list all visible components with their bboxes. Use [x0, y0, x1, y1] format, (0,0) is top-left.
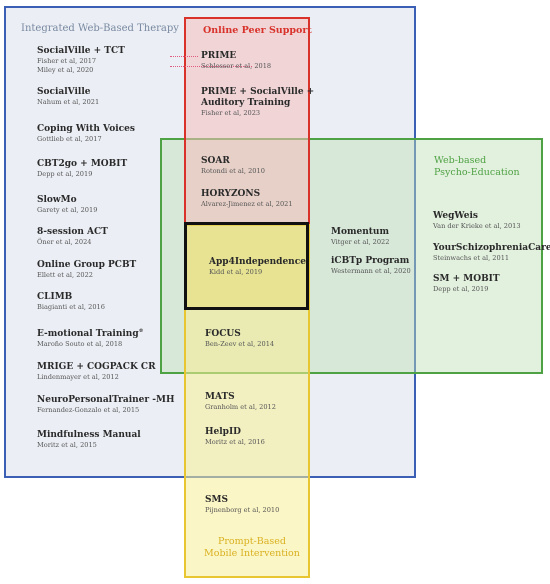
item-app4independence: App4Independence Kidd et al, 2019	[209, 257, 306, 277]
item-coping-with-voices: Coping With Voices Gottlieb et al, 2017	[37, 124, 135, 144]
item-prime-socialville-auditory: PRIME + SocialVille + Auditory Training …	[201, 87, 314, 118]
item-wegweis: WegWeis Van der Krieke et al, 2013	[433, 211, 521, 231]
item-icbtp-program: iCBTp Program Westermann et al, 2020	[331, 256, 411, 276]
item-citation: Miley et al, 2020	[37, 66, 94, 74]
item-name: SocialVille + TCT	[37, 46, 125, 56]
green-title-line1: Web-based	[434, 155, 487, 166]
registered-mark: ®	[138, 328, 144, 334]
item-name: SMS	[205, 495, 228, 505]
item-socialville: SocialVille Nahum et al, 2021	[37, 87, 99, 107]
item-citation: Granholm et al, 2012	[205, 403, 276, 411]
item-name: PRIME	[201, 51, 237, 61]
item-citation: Ellett et al, 2022	[37, 271, 93, 279]
item-name-line2: Auditory Training	[201, 98, 291, 108]
item-neuropersonaltrainer: NeuroPersonalTrainer -MH Fernandez-Gonza…	[37, 395, 174, 415]
item-slowmo: SlowMo Garety et al, 2019	[37, 195, 97, 215]
item-name: Coping With Voices	[37, 124, 135, 134]
item-citation: Moritz et al, 2016	[205, 438, 265, 446]
item-citation: Garety et al, 2019	[37, 206, 98, 214]
item-sm-mobit: SM + MOBIT Depp et al, 2019	[433, 274, 500, 294]
item-citation: Nahum et al, 2021	[37, 98, 100, 106]
item-8-session-act: 8-session ACT Öner et al, 2024	[37, 227, 108, 247]
item-name: NeuroPersonalTrainer -MH	[37, 395, 175, 405]
item-name: 8-session ACT	[37, 227, 108, 237]
item-citation: Alvarez-Jimenez et al, 2021	[201, 200, 293, 208]
yellow-title-line1: Prompt-Based	[217, 536, 286, 547]
item-citation: Van der Krieke et al, 2013	[433, 222, 521, 230]
overlap-highlight-box	[184, 222, 309, 310]
item-citation: Biagianti et al, 2016	[37, 303, 105, 311]
item-momentum: Momentum Vitger et al, 2022	[331, 227, 389, 247]
item-name: Mindfulness Manual	[37, 430, 141, 440]
item-helpid: HelpID Moritz et al, 2016	[205, 427, 265, 447]
connector-dotted-line	[170, 56, 198, 57]
item-citation: Gottlieb et al, 2017	[37, 135, 102, 143]
item-citation: Fisher et al, 2017	[37, 57, 97, 65]
blue-region-title: Integrated Web-Based Therapy	[21, 23, 179, 34]
item-mrige-cogpack: MRIGE + COGPACK CR Lindenmayer et al, 20…	[37, 362, 156, 382]
item-citation: Rotondi et al, 2010	[201, 167, 265, 175]
item-socialville-tct: SocialVille + TCT Fisher et al, 2017 Mil…	[37, 46, 125, 75]
item-citation: Öner et al, 2024	[37, 238, 92, 246]
item-name: SlowMo	[37, 195, 77, 205]
item-citation: Ben-Zeev et al, 2014	[205, 340, 275, 348]
connector-dotted-line	[170, 66, 252, 67]
item-yourschizophreniacare: YourSchizophreniaCare Steinwachs et al, …	[433, 243, 550, 263]
item-citation: Schlosser et al, 2018	[201, 62, 272, 70]
item-citation: Westermann et al, 2020	[331, 267, 411, 275]
item-citation: Maroño Souto et al, 2018	[37, 340, 123, 348]
item-name: HelpID	[205, 427, 241, 437]
item-mindfulness-manual: Mindfulness Manual Moritz et al, 2015	[37, 430, 141, 450]
item-mats: MATS Granholm et al, 2012	[205, 392, 276, 412]
red-region-title: Online Peer Support	[203, 25, 312, 36]
item-focus: FOCUS Ben-Zeev et al, 2014	[205, 329, 274, 349]
item-name: MRIGE + COGPACK CR	[37, 362, 156, 372]
item-online-group-pcbt: Online Group PCBT Ellett et al, 2022	[37, 260, 136, 280]
item-citation: Moritz et al, 2015	[37, 441, 97, 449]
item-name: App4Independence	[209, 257, 306, 267]
item-citation: Fisher et al, 2023	[201, 109, 261, 117]
item-name: Online Group PCBT	[37, 260, 137, 270]
item-name: CLIMB	[37, 292, 73, 302]
item-name-line1: PRIME + SocialVille +	[201, 87, 315, 97]
item-name: E-motional Training®	[37, 328, 144, 339]
item-name: Momentum	[331, 227, 389, 237]
item-name: FOCUS	[205, 329, 241, 339]
item-name: iCBTp Program	[331, 256, 410, 266]
item-citation: Steinwachs et al, 2011	[433, 254, 510, 262]
item-name: MATS	[205, 392, 235, 402]
item-name: WegWeis	[433, 211, 478, 221]
item-name: CBT2go + MOBIT	[37, 159, 128, 169]
item-citation: Fernandez-Gonzalo et al, 2015	[37, 406, 140, 414]
green-region-title: Web-based Psycho-Education	[434, 155, 520, 179]
yellow-title-line2: Mobile Intervention	[204, 548, 300, 559]
item-name: YourSchizophreniaCare	[433, 243, 550, 253]
item-sms: SMS Pijnenborg et al, 2010	[205, 495, 279, 515]
item-citation: Vitger et al, 2022	[331, 238, 390, 246]
item-name: SOAR	[201, 156, 230, 166]
item-prime: PRIME Schlosser et al, 2018	[201, 51, 271, 71]
item-cbt2go-mobit: CBT2go + MOBIT Depp et al, 2019	[37, 159, 127, 179]
item-citation: Depp et al, 2019	[433, 285, 489, 293]
item-climb: CLIMB Biagianti et al, 2016	[37, 292, 105, 312]
item-citation: Depp et al, 2019	[37, 170, 93, 178]
item-citation: Kidd et al, 2019	[209, 268, 263, 276]
item-horyzons: HORYZONS Alvarez-Jimenez et al, 2021	[201, 189, 293, 209]
item-name: SocialVille	[37, 87, 91, 97]
item-name: HORYZONS	[201, 189, 261, 199]
item-soar: SOAR Rotondi et al, 2010	[201, 156, 265, 176]
item-citation: Pijnenborg et al, 2010	[205, 506, 280, 514]
yellow-region-title: Prompt-Based Mobile Intervention	[204, 536, 300, 560]
item-citation: Lindenmayer et al, 2012	[37, 373, 119, 381]
item-name: SM + MOBIT	[433, 274, 500, 284]
item-e-motional-training: E-motional Training® Maroño Souto et al,…	[37, 326, 144, 349]
green-title-line2: Psycho-Education	[434, 167, 520, 178]
